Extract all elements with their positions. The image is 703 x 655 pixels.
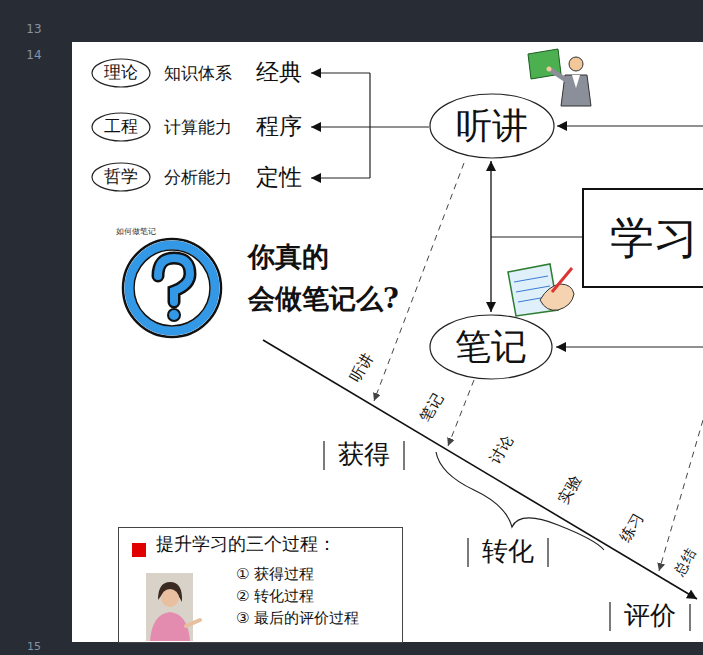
input-arrow xyxy=(557,125,703,126)
list-item: ③ 最后的评价过程 xyxy=(236,610,359,627)
ability-label: 分析能力 xyxy=(164,168,232,188)
icon-caption: 如何做笔记 xyxy=(116,227,156,236)
stage-bar xyxy=(610,602,690,631)
method-label: 定性 xyxy=(256,164,302,190)
question-icon xyxy=(123,239,221,337)
bracket-line xyxy=(369,73,370,178)
curly-brace xyxy=(436,452,604,550)
category-ellipse: 工程 xyxy=(91,112,151,142)
node-text: 理论 xyxy=(104,63,138,83)
line-number: 14 xyxy=(26,49,41,63)
list-item: ② 转化过程 xyxy=(236,588,314,605)
activity-label: 听讲 xyxy=(347,351,377,386)
topic-box: 学习 xyxy=(582,188,703,288)
stage-bar xyxy=(324,441,404,470)
activity-label: 实验 xyxy=(555,473,585,508)
category-ellipse: 哲学 xyxy=(91,162,151,192)
activity-ellipse: 笔记 xyxy=(429,314,553,380)
activity-label: 笔记 xyxy=(417,391,447,426)
writing-hand-clipart xyxy=(508,264,574,316)
arrow-line xyxy=(311,177,370,178)
panel-heading: 提升学习的三个过程： xyxy=(156,534,336,555)
node-text: 工程 xyxy=(104,117,138,137)
ability-label: 知识体系 xyxy=(164,64,232,84)
arrow-line xyxy=(311,72,370,73)
ability-label: 计算能力 xyxy=(164,118,232,138)
node-text: 笔记 xyxy=(455,326,527,367)
dashed-leader xyxy=(448,380,474,446)
dashed-leader xyxy=(659,420,703,571)
stage-label: 转化 xyxy=(482,537,534,567)
line-number: 15 xyxy=(27,641,41,654)
slide-background xyxy=(72,42,703,642)
activity-label: 练习 xyxy=(617,511,647,546)
stage-bar xyxy=(468,538,548,567)
node-text: 哲学 xyxy=(104,167,138,187)
method-label: 程序 xyxy=(256,113,302,139)
activity-ellipse: 听讲 xyxy=(429,93,555,159)
list-item: ① 获得过程 xyxy=(236,566,314,583)
presenter-photo xyxy=(146,573,200,641)
method-label: 经典 xyxy=(256,59,302,85)
link-line xyxy=(491,236,582,237)
activity-label: 总结 xyxy=(671,546,699,578)
category-ellipse: 理论 xyxy=(91,58,151,88)
activity-label: 讨论 xyxy=(487,433,517,468)
line-number: 13 xyxy=(26,23,41,37)
arrow-line xyxy=(311,126,429,127)
handwritten-question: 你真的 会做笔记么? xyxy=(248,236,448,320)
input-arrow xyxy=(556,346,703,347)
stage-label: 获得 xyxy=(338,440,390,470)
summary-panel: 提升学习的三个过程： ① 获得过程 ② 转化过程 ③ 最后的评价过程 xyxy=(118,527,403,643)
node-text: 听讲 xyxy=(456,105,528,146)
node-text: 学习 xyxy=(610,213,698,264)
connector-arrow xyxy=(490,161,491,312)
stage-label: 评价 xyxy=(624,601,676,631)
teacher-clipart xyxy=(528,49,591,106)
bullet-square xyxy=(132,543,146,557)
